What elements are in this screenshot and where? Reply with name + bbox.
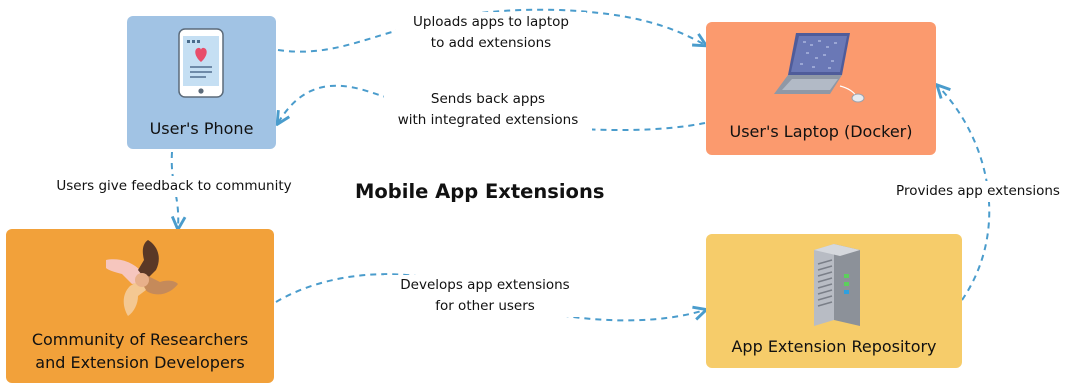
edge-label-provides: Provides app extensions (886, 181, 1070, 202)
diagram-title: Mobile App Extensions (355, 180, 605, 203)
edge-label-develops-line2: for other users (435, 298, 535, 314)
joined-hands-icon (106, 240, 178, 316)
node-users-laptop: User's Laptop (Docker) (706, 22, 936, 155)
node-repository: App Extension Repository (706, 234, 962, 368)
edge-label-develops-line1: Develops app extensions (400, 277, 570, 293)
edge-label-sendback: Sends back apps with integrated extensio… (384, 89, 592, 131)
server-tower-icon (814, 244, 860, 326)
edge-label-upload-line1: Uploads apps to laptop (413, 14, 569, 30)
edge-label-develops: Develops app extensions for other users (384, 275, 586, 317)
community-label-line1: Community of Researchers (31, 330, 249, 349)
smartphone-heart-icon (178, 28, 224, 98)
edge-label-upload-line2: to add extensions (430, 35, 552, 51)
laptop-icon (774, 33, 865, 103)
arrow-phone-to-laptop (277, 8, 705, 53)
phone-label: User's Phone (149, 119, 254, 138)
laptop-label: User's Laptop (Docker) (729, 122, 913, 141)
repository-label: App Extension Repository (731, 337, 937, 356)
community-label-line2: and Extension Developers (35, 353, 245, 372)
node-users-phone: User's Phone (127, 16, 276, 149)
edge-label-sendback-line2: with integrated extensions (397, 112, 579, 128)
edge-label-sendback-line1: Sends back apps (430, 91, 546, 107)
edge-label-feedback: Users give feedback to community (40, 176, 308, 197)
node-community: Community of Researchers and Extension D… (6, 229, 274, 383)
edge-label-upload: Uploads apps to laptop to add extensions (396, 12, 586, 54)
